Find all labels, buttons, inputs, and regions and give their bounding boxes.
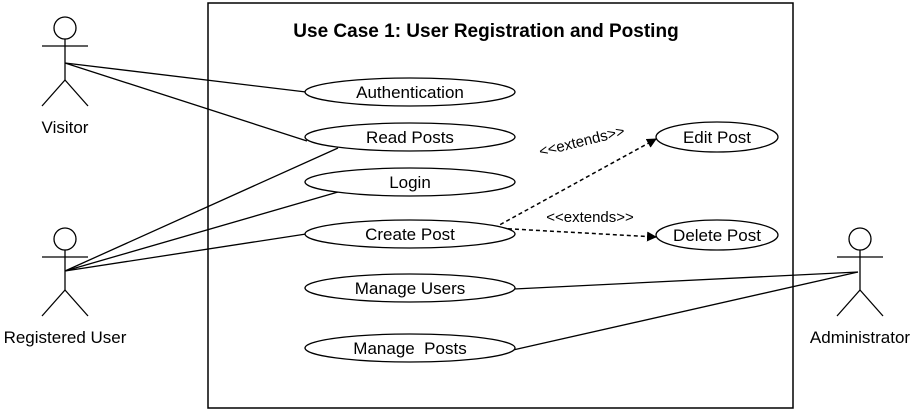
actor-administrator: Administrator	[810, 227, 910, 347]
diagram-title: Use Case 1: User Registration and Postin…	[293, 21, 678, 42]
association-visitor-read-posts	[64, 62, 308, 142]
use-case-manage-posts: Manage Posts	[304, 333, 516, 363]
extends-edit-arrow	[493, 138, 657, 229]
association-visitor-authentication	[64, 62, 307, 93]
actor-label: Registered User	[4, 328, 127, 347]
actor-registered-user: Registered User	[4, 227, 127, 347]
actor-label: Administrator	[810, 328, 910, 347]
stick-figure-icon	[41, 16, 89, 107]
association-user-create-post	[64, 233, 307, 272]
use-case-label: Manage Users	[355, 279, 466, 298]
association-lines	[64, 62, 859, 351]
use-case-label: Delete Post	[673, 226, 761, 245]
use-case-label: Edit Post	[683, 128, 751, 147]
use-case-label: Authentication	[356, 83, 464, 102]
use-case-label: Create Post	[365, 225, 455, 244]
use-case-label: Login	[389, 173, 431, 192]
extends-delete-label: <<extends>>	[546, 209, 634, 226]
use-case-delete-post: Delete Post	[655, 219, 779, 251]
actor-visitor: Visitor	[41, 16, 89, 137]
use-case-edit-post: Edit Post	[655, 121, 779, 153]
use-case-manage-users: Manage Users	[304, 273, 516, 303]
association-user-login	[64, 191, 339, 272]
use-case-login: Login	[304, 167, 516, 197]
extends-delete-arrow	[493, 227, 657, 242]
stick-figure-icon	[41, 227, 89, 317]
use-case-create-post: Create Post	[304, 219, 516, 249]
association-admin-manage-users	[513, 271, 859, 290]
association-admin-manage-posts	[512, 271, 859, 351]
use-case-authentication: Authentication	[304, 77, 516, 107]
stick-figure-icon	[836, 227, 884, 317]
use-case-label: Read Posts	[366, 128, 454, 147]
association-user-read-posts	[64, 147, 339, 272]
use-case-read-posts: Read Posts	[304, 122, 516, 152]
use-case-label: Manage Posts	[353, 339, 466, 358]
actor-label: Visitor	[42, 118, 89, 137]
